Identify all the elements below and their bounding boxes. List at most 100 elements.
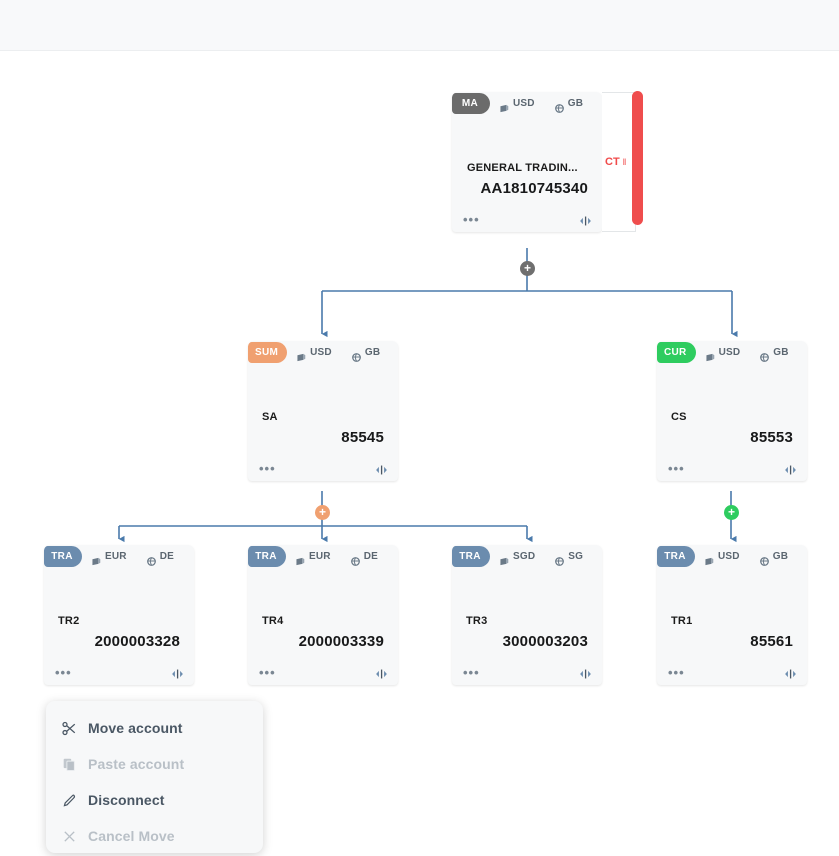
- context-menu-label: Disconnect: [88, 792, 165, 808]
- split-icon[interactable]: [579, 214, 592, 226]
- country-label: GB: [773, 346, 789, 358]
- expand-button-currency[interactable]: +: [724, 505, 739, 520]
- account-name: TR4: [262, 615, 284, 627]
- ellipsis-icon[interactable]: •••: [668, 461, 685, 476]
- account-number: 85561: [750, 633, 793, 650]
- account-number: 85553: [750, 429, 793, 446]
- pencil-icon: [62, 793, 77, 808]
- currency-label: USD: [310, 346, 332, 358]
- card-footer: •••: [452, 210, 602, 232]
- split-icon[interactable]: [784, 667, 797, 679]
- country-meta: GB: [554, 97, 584, 113]
- ellipsis-icon[interactable]: •••: [259, 461, 276, 476]
- account-card-currency[interactable]: CUR USD GB CS: [657, 341, 807, 481]
- expand-button-summary[interactable]: +: [315, 505, 330, 520]
- top-toolbar: [0, 0, 839, 51]
- card-tr3[interactable]: TRA SGD SG TR3: [452, 545, 602, 685]
- country-label: GB: [364, 346, 381, 358]
- card-header: CUR USD GB: [657, 341, 807, 363]
- card-header: TRA USD GB: [657, 545, 807, 567]
- country-meta: GB: [759, 551, 788, 566]
- ellipsis-icon[interactable]: •••: [463, 212, 480, 227]
- card-currency[interactable]: CUR USD GB CS: [657, 341, 807, 481]
- currency-meta: EUR: [92, 550, 127, 565]
- globe-icon: [555, 553, 565, 566]
- globe-icon: [351, 349, 361, 362]
- account-number: AA1810745340: [480, 180, 588, 197]
- country-label: GB: [567, 97, 584, 109]
- account-card-tr4[interactable]: TRA EUR DE TR4: [248, 545, 398, 685]
- card-footer: •••: [248, 663, 398, 685]
- currency-label: SGD: [513, 550, 536, 562]
- split-icon[interactable]: [784, 463, 797, 475]
- currency-icon: [500, 100, 509, 112]
- context-menu[interactable]: Move account Paste account Disconnect: [46, 701, 263, 853]
- card-summary[interactable]: SUM USD GB SA: [248, 341, 398, 481]
- close-icon: [62, 829, 77, 844]
- account-type-tag-tr2[interactable]: TRA: [44, 545, 82, 567]
- paste-icon: [62, 757, 77, 772]
- currency-icon: [500, 553, 509, 565]
- account-type-tag-summary[interactable]: SUM: [248, 341, 288, 363]
- card-body: TR4 2000003339: [248, 567, 398, 663]
- country-meta: DE: [146, 550, 175, 566]
- expand-button-master[interactable]: +: [520, 261, 535, 276]
- account-card-master[interactable]: MA USD GB GENERAL TRAD: [452, 91, 643, 232]
- currency-icon: [706, 349, 715, 361]
- globe-icon: [350, 553, 360, 566]
- alert-label: CT: [605, 156, 620, 168]
- currency-icon: [92, 553, 101, 565]
- account-card-tr3[interactable]: TRA SGD SG TR3: [452, 545, 602, 685]
- account-name: SA: [262, 411, 278, 423]
- split-icon[interactable]: [375, 667, 388, 679]
- account-name: TR1: [671, 615, 693, 627]
- card-footer: •••: [657, 663, 807, 685]
- globe-icon: [760, 349, 770, 362]
- account-type-tag-tr4[interactable]: TRA: [248, 545, 286, 567]
- account-number: 2000003339: [298, 633, 384, 650]
- account-type-tag-tr3[interactable]: TRA: [452, 545, 490, 567]
- account-card-tr1[interactable]: TRA USD GB TR1: [657, 545, 807, 685]
- split-icon[interactable]: [171, 667, 184, 679]
- ellipsis-icon[interactable]: •••: [259, 665, 276, 680]
- split-icon[interactable]: [579, 667, 592, 679]
- alert-status-bar: [632, 91, 643, 225]
- currency-label: EUR: [105, 550, 127, 562]
- account-name: TR2: [58, 615, 80, 627]
- account-card-summary[interactable]: SUM USD GB SA: [248, 341, 398, 481]
- alert-side-panel[interactable]: CT ‖: [602, 92, 636, 232]
- currency-icon: [296, 553, 305, 565]
- currency-meta: USD: [297, 346, 332, 361]
- card-tr4[interactable]: TRA EUR DE TR4: [248, 545, 398, 685]
- card-tr1[interactable]: TRA USD GB TR1: [657, 545, 807, 685]
- account-type-tag-tr1[interactable]: TRA: [657, 545, 695, 567]
- card-tr2[interactable]: TRA EUR DE TR2: [44, 545, 194, 685]
- account-card-tr2[interactable]: TRA EUR DE TR2: [44, 545, 194, 685]
- card-header: TRA EUR DE: [248, 545, 398, 567]
- ellipsis-icon[interactable]: •••: [668, 665, 685, 680]
- context-menu-item-disconnect[interactable]: Disconnect: [46, 782, 263, 818]
- card-body: TR1 85561: [657, 567, 807, 663]
- context-menu-item-cancel-move[interactable]: Cancel Move: [46, 818, 263, 854]
- account-name: GENERAL TRADIN...: [467, 162, 578, 174]
- context-menu-item-paste-account[interactable]: Paste account: [46, 746, 263, 782]
- currency-meta: USD: [500, 97, 535, 112]
- card-header: SUM USD GB: [248, 341, 398, 363]
- card-body: GENERAL TRADIN... AA1810745340: [452, 114, 602, 210]
- currency-meta: USD: [706, 347, 741, 361]
- country-meta: GB: [351, 346, 381, 362]
- split-icon[interactable]: [375, 463, 388, 475]
- card-body: TR2 2000003328: [44, 567, 194, 663]
- account-type-tag-currency[interactable]: CUR: [657, 341, 696, 363]
- ellipsis-icon[interactable]: •••: [55, 665, 72, 680]
- context-menu-item-move-account[interactable]: Move account: [46, 710, 263, 746]
- card-master[interactable]: MA USD GB GENERAL TRAD: [452, 92, 602, 232]
- currency-label: USD: [513, 97, 535, 109]
- card-footer: •••: [657, 459, 807, 481]
- ellipsis-icon[interactable]: •••: [463, 665, 480, 680]
- country-meta: GB: [760, 346, 789, 362]
- account-type-tag-master[interactable]: MA: [452, 92, 490, 114]
- currency-meta: SGD: [500, 550, 536, 565]
- country-label: DE: [159, 550, 175, 562]
- context-menu-label: Move account: [88, 720, 183, 736]
